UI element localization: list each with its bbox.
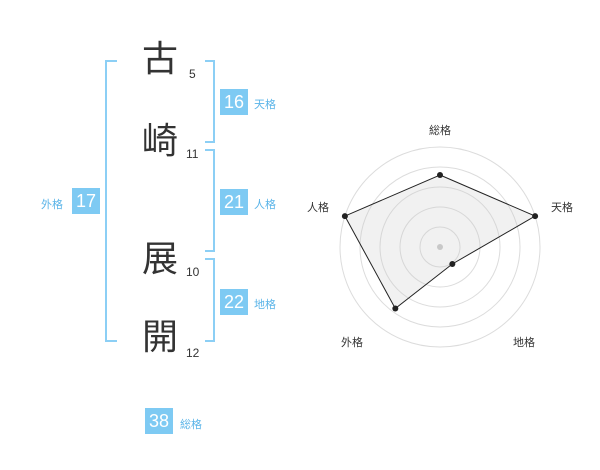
axis-label-soukaku: 総格 xyxy=(429,123,451,137)
outer-gaikaku-bracket xyxy=(105,60,117,342)
axis-label-tenkaku: 天格 xyxy=(551,200,573,214)
chikaku-label: 地格 xyxy=(254,298,276,311)
chikaku-score-box: 22 xyxy=(220,289,248,315)
axis-label-gaikaku: 外格 xyxy=(341,335,363,349)
radar-points xyxy=(341,172,539,312)
stroke-count-2: 11 xyxy=(186,147,199,161)
gaikaku-score-box: 17 xyxy=(72,188,100,214)
tenkaku-label: 天格 xyxy=(254,98,276,111)
axis-label-chikaku: 地格 xyxy=(513,335,535,349)
gaikaku-label: 外格 xyxy=(41,198,63,211)
name-char-1: 古 xyxy=(142,39,179,80)
radar-point xyxy=(532,213,539,220)
radar-grid xyxy=(339,146,541,348)
tenkaku-bracket xyxy=(205,60,215,143)
radar-point xyxy=(449,260,456,267)
soukaku-score-box: 38 xyxy=(145,408,173,434)
stroke-count-1: 5 xyxy=(189,67,196,81)
radar-ring xyxy=(379,186,501,308)
radar-ring xyxy=(419,226,461,268)
soukaku-label: 総格 xyxy=(180,418,202,431)
jinkaku-bracket xyxy=(205,149,215,252)
radar-point xyxy=(392,305,399,312)
radar-center-dot xyxy=(437,244,443,250)
name-char-4: 開 xyxy=(142,317,179,358)
jinkaku-score-box: 21 xyxy=(220,189,248,215)
radar-point xyxy=(437,172,443,178)
axis-label-jinkaku: 人格 xyxy=(307,200,329,214)
radar-area xyxy=(344,174,537,310)
stroke-count-4: 12 xyxy=(186,346,200,360)
fortune-radar-chart: 総格 天格 地格 外格 人格 xyxy=(307,123,573,349)
chikaku-bracket xyxy=(205,258,215,342)
tenkaku-score-box: 16 xyxy=(220,89,248,115)
name-char-2: 崎 xyxy=(142,121,179,162)
stroke-count-3: 10 xyxy=(186,265,200,279)
jinkaku-label: 人格 xyxy=(254,198,276,211)
radar-point xyxy=(341,213,348,220)
radar-ring xyxy=(399,206,481,288)
radar-ring xyxy=(359,166,521,328)
name-char-3: 展 xyxy=(142,239,179,280)
radar-ring xyxy=(339,146,541,348)
